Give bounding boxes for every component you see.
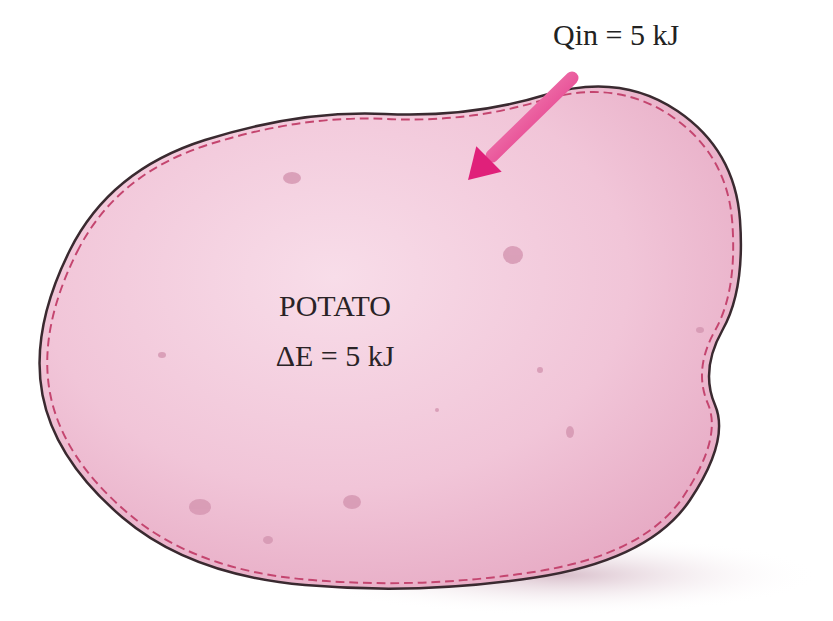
heat-arrow (468, 78, 572, 180)
potato-system: POTATO ΔE = 5 kJ (30, 70, 745, 595)
potato-outline (40, 86, 741, 588)
heat-input-label: Qin = 5 kJ (553, 18, 679, 51)
energy-change: ΔE = 5 kJ (276, 339, 395, 372)
potato-eyes (158, 172, 704, 544)
system-boundary (47, 92, 733, 583)
system-name: POTATO (279, 289, 391, 322)
